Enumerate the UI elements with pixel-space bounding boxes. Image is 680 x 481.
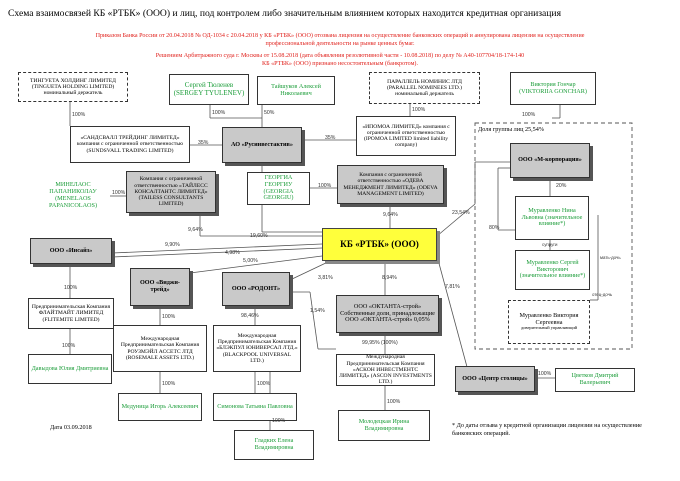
pct-insaiz-kb-1: 9,90%	[165, 242, 180, 248]
pct-rodont-154: 1,54%	[310, 308, 325, 314]
pct-odeva-kb: 9,64%	[383, 212, 398, 218]
notice-line-2: профессиональной деятельности на рынке ц…	[265, 41, 415, 47]
entity-odeva: Компания с ограниченной ответственностью…	[337, 165, 444, 204]
footer-date: Дата 03.09.2018	[50, 424, 92, 431]
pct-tingueta-sundsvall: 100%	[72, 112, 86, 118]
notice-line-3: Решением Арбитражного суда г. Москвы от …	[155, 53, 525, 59]
entity-promola: «ИПОМОА ЛИМИТЕД» компания с ограниченной…	[356, 116, 456, 156]
entity-parallel: ПАРАЛЛЕЛЬ НОМИНИС ЛТД (PARALLEL NOMINEES…	[369, 72, 480, 104]
entity-georgiou: ГЕОРГИА ГЕОРГИУ (GEORGIA GEORGIU)	[247, 172, 310, 205]
notice-line-1: Приказом Банка России от 20.04.2018 № ОД…	[95, 33, 585, 39]
pct-rodont-kb: 3,81%	[318, 275, 333, 281]
entity-flitemite: Предпринимательская Компания ФЛАЙТМАЙТ Л…	[28, 298, 114, 329]
group-share-label: Доля группы лиц 25,54%	[478, 126, 545, 133]
pct-simonova: 100%	[257, 381, 271, 387]
entity-medunitsa: Медуница Игорь Алексеевич	[118, 393, 202, 421]
pct-georgiou: 100%	[318, 183, 332, 189]
pct-vidzhi-kb: 5,00%	[243, 258, 258, 264]
pct-mcorp-20: 20%	[556, 183, 567, 189]
muravlenko-viktoria-name: Муравленко Виктория Сергеевна	[519, 311, 579, 326]
pct-sundsvall-rus: 35%	[198, 140, 209, 146]
entity-blackpool: Международная Предпринимательская Компан…	[213, 325, 301, 372]
pct-flitemite-insaiz: 100%	[64, 285, 78, 291]
pct-taishukov: 50%	[264, 110, 275, 116]
pct-promola-rus: 35%	[325, 135, 336, 141]
pct-menelaos: 100%	[112, 190, 126, 196]
pct-molodetskaya: 100%	[387, 399, 401, 405]
entity-simonova: Симонова Татьяна Павловна	[213, 393, 297, 421]
pct-tsentr-kb: 7,81%	[445, 284, 460, 290]
entity-muravlenko-nina: Муравленко Нина Львовна (значительное вл…	[515, 196, 589, 240]
pct-tyulenev: 100%	[212, 110, 226, 116]
pct-tailess-kb: 9,64%	[188, 227, 203, 233]
pct-oktanta-kb: 8,94%	[382, 275, 397, 281]
page-title: Схема взаимосвязей КБ «РТБК» (ООО) и лиц…	[8, 8, 561, 19]
pct-mcorp-kb: 23,54%	[452, 210, 470, 216]
entity-mcorp: ООО «М-корпорация»	[510, 143, 590, 178]
footer-note: * До даты отзыва у кредитной организации…	[452, 422, 642, 438]
entity-tsentr: ООО «Центр столицы»	[455, 366, 535, 392]
entity-muravlenko-viktoria: Муравленко Виктория Сергеевна доверитель…	[508, 300, 590, 344]
pct-davydova: 100%	[62, 343, 76, 349]
entity-muravlenko-sergey: Муравленко Сергей Викторович (значительн…	[515, 250, 590, 290]
entity-taishukov: Тайшуков Алексей Николаевич	[257, 76, 335, 105]
entity-rusinvest: АО «Русинвестактив»	[222, 127, 302, 163]
relation-mother-daughter: мать-дочь	[600, 255, 621, 260]
relation-spouses: супруги	[542, 242, 558, 247]
relation-father-daughter: отец-дочь	[592, 292, 613, 297]
pct-insaiz-kb-2: 4,98%	[225, 250, 240, 256]
entity-sundsvall: «САНДСВАЛЛ ТРЕЙДИНГ ЛИМИТЕД» компания с …	[70, 126, 190, 163]
entity-tailess: Компания с ограниченной ответственностью…	[126, 171, 216, 213]
pct-vidzhi-rose: 100%	[162, 314, 176, 320]
entity-vidzhitreid: ООО «Виджи-трейд»	[130, 268, 190, 306]
pct-oktanta-ascon: 99,95% (100%)	[362, 340, 398, 346]
entity-insaiz: ООО «Инсайз»	[30, 238, 112, 264]
entity-davydova: Давыдова Юлия Дмитриевна	[28, 354, 112, 384]
entity-kb-rtbk: КБ «РТБК» (ООО)	[322, 228, 437, 261]
entity-rodont: ООО «РОДОНТ»	[222, 272, 290, 306]
entity-gonchar: Виктория Гончар (VIKTORIIA GONCHAR)	[510, 72, 596, 105]
pct-gonchar: 100%	[522, 112, 536, 118]
pct-gladkikh: 100%	[272, 418, 286, 424]
pct-medunitsa: 100%	[162, 381, 176, 387]
entity-tyulenev: Сергей Тюленев (SERGEY TYULENEV)	[169, 74, 249, 105]
entity-molodetskaya: Молодецкая Ирина Владимировна	[338, 410, 430, 441]
entity-menelaos: МИНЕЛАОС ПАПАНИКОЛАУ (MENELAOS PAPANICOL…	[48, 181, 98, 209]
pct-nina-mcorp: 80%	[489, 225, 500, 231]
entity-gladkikh: Гладких Елена Владимировна	[234, 430, 314, 460]
entity-tsvetkov: Цветков Дмитрий Валерьевич	[555, 368, 635, 392]
pct-parallel: 100%	[412, 107, 426, 113]
notice-line-4: КБ «РТБК» (ООО) признано несостоятельным…	[262, 61, 418, 67]
entity-oktanta: ООО «ОКТАНТА-строй» Собственные доли, пр…	[336, 295, 439, 333]
entity-roseumeil: Международная Предпринимательская Компан…	[113, 325, 207, 372]
pct-tsvetkov: 100%	[538, 371, 552, 377]
entity-ascon: Международная Предпринимательская Компан…	[336, 354, 435, 386]
muravlenko-viktoria-role: доверительный управляющий	[520, 325, 578, 331]
entity-tingueta: ТИНГУЕТА ХОЛДИНГ ЛИМИТЕД (TINGUETA HOLDI…	[18, 72, 128, 102]
pct-rodont-black: 98,46%	[241, 313, 259, 319]
pct-rus-kb: 19,60%	[250, 233, 268, 239]
